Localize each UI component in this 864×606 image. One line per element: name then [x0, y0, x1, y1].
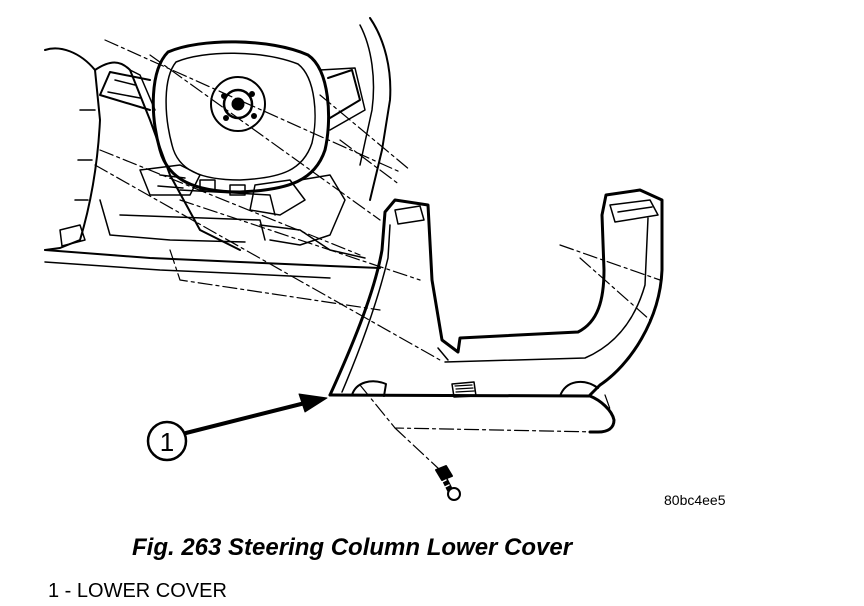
callout-number: 1 [160, 427, 174, 457]
alignment-lines [94, 39, 661, 471]
legend-item: 1 - LOWER COVER [48, 580, 227, 602]
lower-cover [328, 188, 664, 434]
callout-circle [146, 420, 188, 462]
steering-wheel-hub [99, 40, 361, 194]
figure-caption: Fig. 263 Steering Column Lower Cover [132, 534, 573, 561]
image-code: 80bc4ee5 [664, 492, 726, 508]
screw [435, 465, 461, 501]
callout-leader-arrow [184, 393, 328, 435]
instrument-panel [44, 17, 392, 279]
